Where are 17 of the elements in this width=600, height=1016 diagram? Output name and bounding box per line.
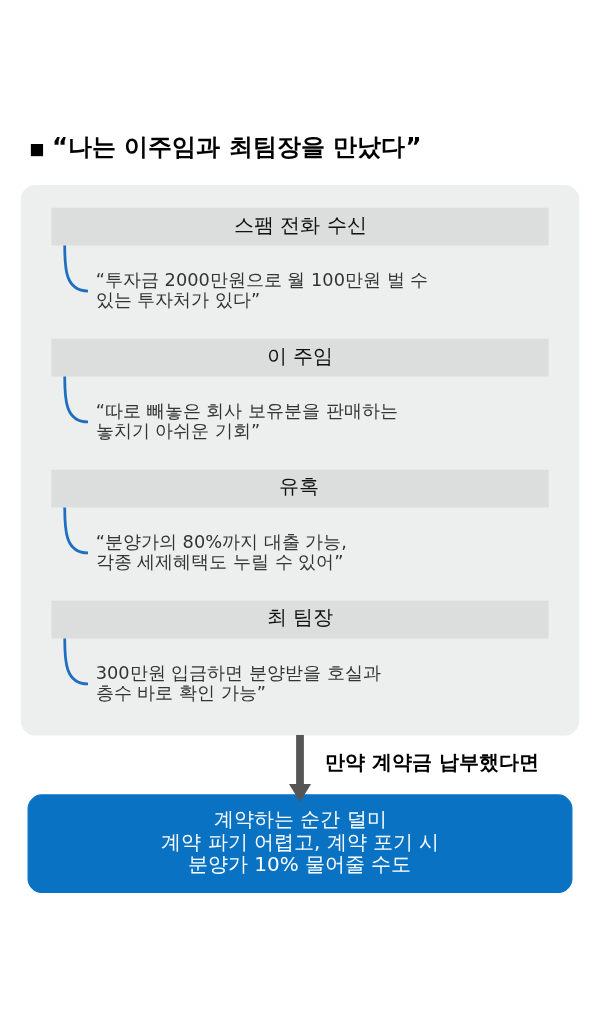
connector <box>63 245 89 293</box>
node-box: 최 팀장 <box>51 600 549 639</box>
node-text: “따로 빼놓은 회사 보유분을 판매하는 놓치기 아쉬운 기회” <box>95 401 398 442</box>
node-text: “분양가의 80%까지 대출 가능, 각종 세제혜택도 누릴 수 있어” <box>95 532 348 573</box>
node-box: 유혹 <box>51 469 549 508</box>
connector <box>63 376 89 424</box>
connector <box>63 507 89 555</box>
node-text: “투자금 2000만원으로 월 100만원 벌 수 있는 투자처가 있다” <box>95 270 429 311</box>
node-text: 300만원 입금하면 분양받을 호실과 층수 바로 확인 가능” <box>95 663 381 704</box>
node-box: 스팸 전화 수신 <box>51 207 549 246</box>
connector <box>63 638 89 686</box>
edge-label: 만약 계약금 납부했다면 <box>324 749 539 774</box>
cluster <box>20 185 580 736</box>
arrow <box>289 734 311 803</box>
node-box: 이 주임 <box>51 338 549 377</box>
node-box: 계약하는 순간 덜미 계약 파기 어렵고, 계약 포기 시 분양가 10% 물어줄 수도 <box>27 794 573 894</box>
diagram-title: “나는 이주임과 최팀장을 만났다” <box>51 132 422 162</box>
